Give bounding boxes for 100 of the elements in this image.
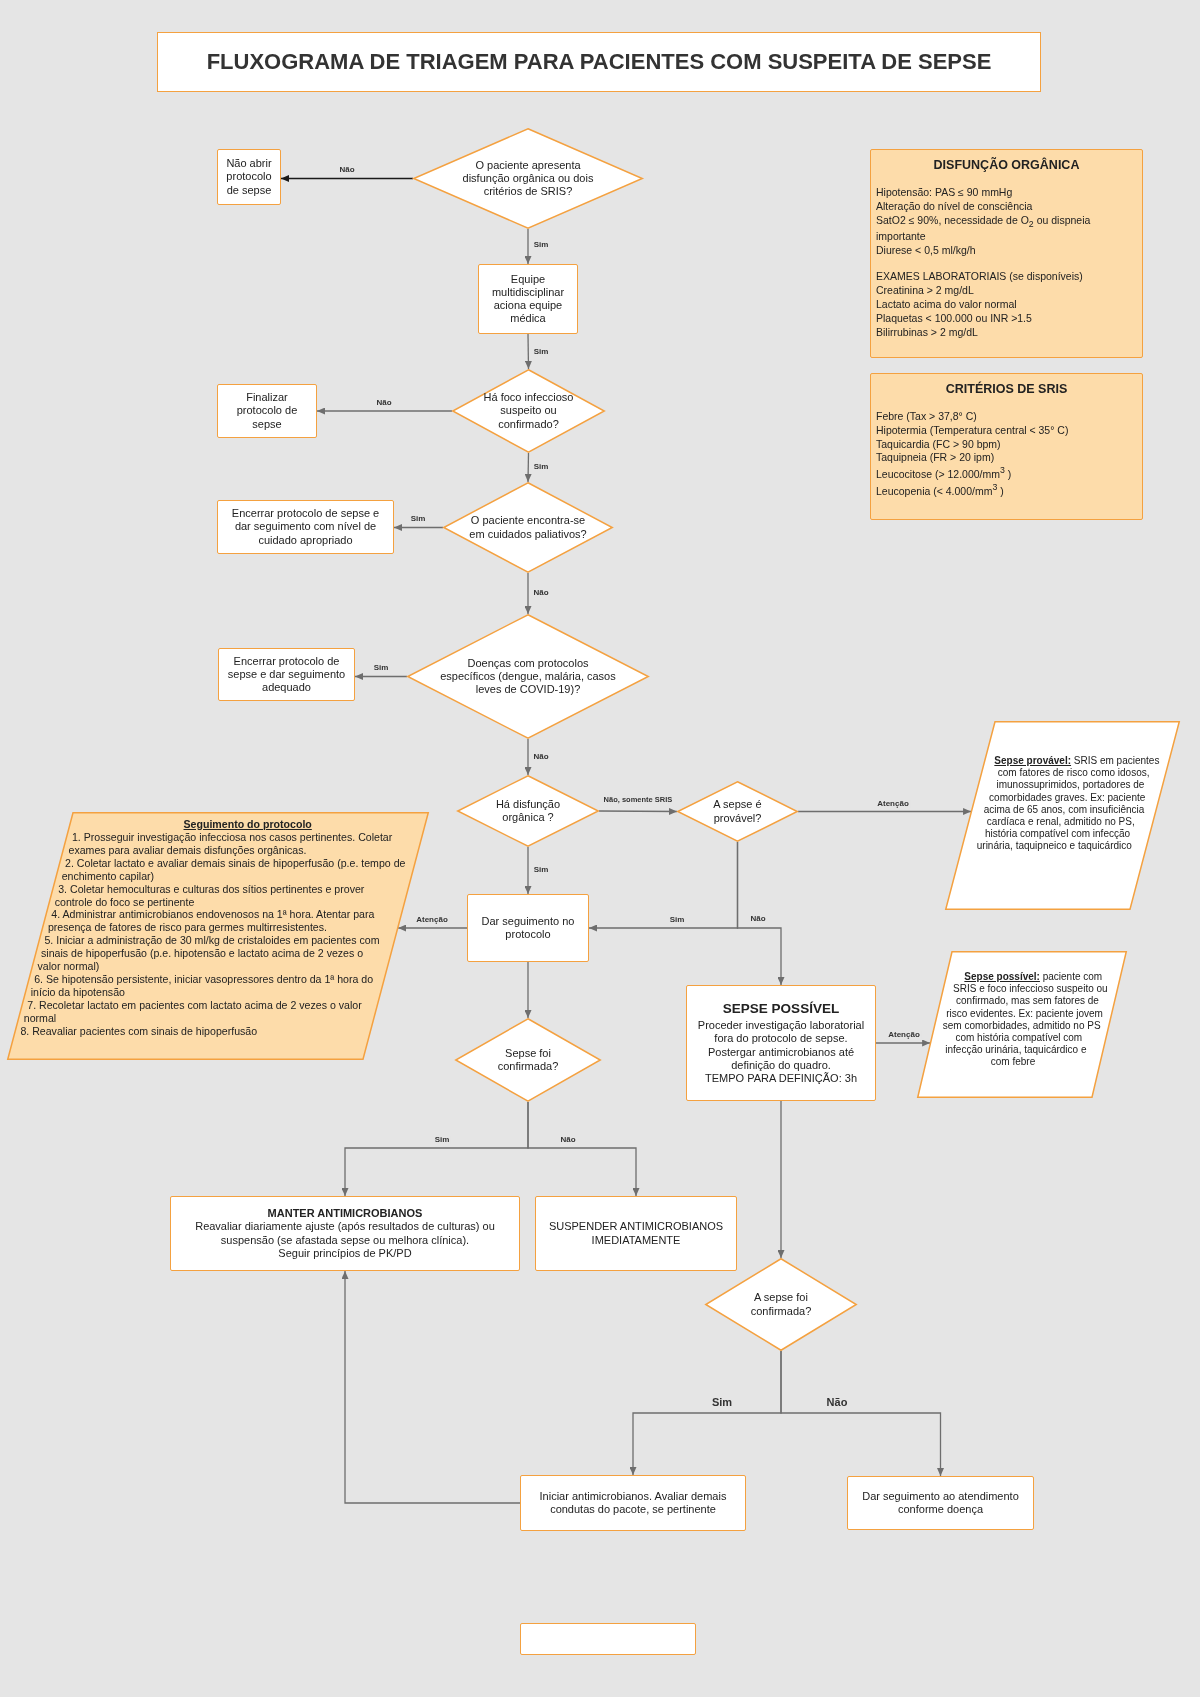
edge-label: Sim — [409, 514, 427, 524]
info-panel — [870, 373, 1143, 520]
criteria-item: Plaquetas < 100.000 ou INR >1.5 — [876, 312, 1032, 326]
step-text: Iniciar antimicrobianos. Avaliar demais condutas do pacote, se pertinente — [538, 1489, 728, 1517]
question-text: O paciente encontra-se em cuidados paliativos? — [468, 514, 588, 541]
flow-arrow — [393, 524, 444, 531]
panel-heading: DISFUNÇÃO ORGÂNICA — [933, 157, 1080, 174]
flow-arrow — [280, 175, 414, 182]
edge-label: Atenção — [876, 799, 910, 809]
flow-arrow — [875, 1039, 931, 1047]
edge-label: Sim — [532, 865, 550, 875]
edge-label: Não — [375, 398, 393, 408]
step-text: Encerrar protocolo de sepse e dar seguimento adequado — [226, 654, 347, 695]
step-text: Dar seguimento no protocolo — [480, 914, 576, 942]
process-box — [847, 1476, 1034, 1530]
decision-diamond — [457, 775, 599, 847]
criteria-item: Febre (Tax > 37,8° C) — [876, 409, 977, 424]
question-text: Sepse foi confirmada? — [496, 1046, 560, 1074]
criteria-item: Bilirrubinas > 2 mg/dL — [876, 325, 978, 340]
edge-label: Atenção — [887, 1030, 921, 1040]
flow-arrow — [354, 673, 408, 680]
diagram-title: FLUXOGRAMA DE TRIAGEM PARA PACIENTES COM SUSPEITA DE SEPSE — [206, 49, 992, 75]
process-box — [217, 500, 394, 554]
step-text: SUSPENDER ANTIMICROBIANOS IMEDIATAMENTE — [547, 1220, 725, 1247]
list-item: 3. Coletar hemoculturas e culturas dos sítios pertinentes e prover controle do foco se pertinente — [53, 882, 366, 909]
list-item: 5. Iniciar a administração de 30 ml/kg de cristaloides em pacientes com sinais de hipoperfusão (p.e. hipotensão e lactato acima de 2 vezes o valor normal) — [36, 934, 381, 974]
question-text: Há foco infeccioso suspeito ou confirmado? — [482, 391, 575, 431]
process-box — [217, 384, 317, 438]
flow-arrow — [524, 846, 532, 895]
list-item: 2. Coletar lactato e avaliar demais sinais de hipoperfusão (p.e. tempo de enchimento capilar) — [60, 856, 407, 883]
edge-label: Não — [532, 588, 550, 598]
edge-label: Não — [532, 752, 550, 762]
flow-arrow — [524, 572, 532, 615]
criteria-item: Alteração do nível de consciência — [876, 199, 1033, 214]
flow-arrow — [524, 452, 532, 483]
criteria-item: SatO2 ≤ 90%, necessidade de O$_{2}$ ou dispneia importante — [876, 213, 1092, 245]
flow-arrow — [524, 961, 532, 1019]
criteria-item: Hipotensão: PAS ≤ 90 mmHg — [876, 185, 1013, 200]
list-item: 1. Prosseguir investigação infecciosa nos casos pertinentes. Coletar exames para avaliar demais disfunções orgânicas. — [67, 830, 394, 857]
step-text: Encerrar protocolo de sepse e dar seguimento com nível de cuidado apropriado — [230, 507, 381, 547]
decision-diamond — [705, 1258, 857, 1351]
edge-label: Sim — [372, 663, 390, 673]
flow-arrow — [397, 924, 468, 932]
decision-diamond — [413, 128, 643, 229]
step-text: Seguir princípios de PK/PD — [278, 1246, 412, 1260]
edge-label: Sim — [532, 462, 550, 472]
step-text: Finalizar protocolo de sepse — [235, 391, 299, 431]
process-box — [520, 1475, 746, 1531]
process-box — [170, 1196, 520, 1271]
flow-arrow — [780, 1350, 944, 1477]
flow-arrow — [316, 407, 453, 415]
flow-arrow — [736, 841, 785, 986]
question-text: A sepse é provável? — [712, 798, 763, 825]
question-text: A sepse foi confirmada? — [749, 1291, 813, 1318]
criteria-item: Taquipneia (FR > 20 ipm) — [876, 451, 995, 466]
edge-label: Não — [338, 165, 356, 175]
flow-arrow — [524, 738, 532, 776]
edge-label: Sim — [668, 915, 686, 925]
edge-label: Não — [559, 1135, 577, 1145]
info-parallelogram — [945, 721, 1180, 910]
criteria-item: Diurese < 0,5 ml/kg/h — [876, 244, 976, 259]
panel-heading: CRITÉRIOS DE SRIS — [945, 381, 1068, 398]
decision-diamond — [677, 781, 798, 842]
process-box — [467, 894, 589, 962]
flow-arrow — [777, 1100, 785, 1259]
flow-arrow — [527, 1101, 640, 1197]
panel-subheading: EXAMES LABORATORIAIS (se disponíveis) — [876, 270, 1083, 285]
note-text: Sepse provável: SRIS em pacientes com fatores de risco como idosos, imunossuprimidos, portadores de comorbidades graves. Ex: paciente acima de 65 anos, com insuficiência cardíaca e renal, admitido no PS, história compatível com infecção urinária, taquipneico e taquicárdico — [975, 755, 1161, 853]
info-panel — [870, 149, 1143, 358]
flow-arrow — [341, 1270, 521, 1504]
edge-label: Não — [749, 914, 767, 924]
decision-diamond — [455, 1018, 601, 1102]
question-text: Doenças com protocolos específicos (dengue, malária, casos leves de COVID-19)? — [439, 656, 617, 697]
step-heading: SEPSE POSSÍVEL — [722, 1000, 840, 1018]
step-text: Não abrir protocolo de sepse — [225, 157, 273, 197]
process-box — [535, 1196, 737, 1271]
list-item: 7. Recoletar lactato em pacientes com lactato acima de 2 vezes o valor normal — [22, 998, 363, 1025]
criteria-item: Taquicardia (FC > 90 bpm) — [876, 437, 1001, 452]
criteria-item: Lactato acima do valor normal — [876, 298, 1017, 312]
list-item: 6. Se hipotensão persistente, iniciar vasopressores dentro da 1ª hora do início da hipotensão — [29, 973, 375, 999]
step-text: Reavaliar diariamente ajuste (após resultados de culturas) ou suspensão (se afastada sepse ou melhora clínica). — [194, 1220, 496, 1247]
edge-label: Não — [825, 1395, 849, 1409]
step-heading: MANTER ANTIMICROBIANOS — [267, 1207, 423, 1221]
process-box — [478, 264, 578, 334]
criteria-item: Leucocitose (> 12.000/mm$^{3}$ ) — [876, 465, 1012, 482]
edge-label: Atenção — [415, 915, 449, 925]
flow-arrow — [524, 333, 532, 370]
process-box — [217, 149, 281, 205]
edge-label: Sim — [710, 1395, 734, 1409]
list-item: 8. Reavaliar pacientes com sinais de hipoperfusão — [19, 1024, 259, 1038]
step-text: Postergar antimicrobianos até definição do quadro. — [706, 1045, 856, 1072]
criteria-item: Creatinina > 2 mg/dL — [876, 284, 974, 299]
step-text: TEMPO PARA DEFINIÇÃO: 3h — [705, 1071, 857, 1086]
decision-diamond — [443, 482, 613, 573]
step-text: Proceder investigação laboratorial fora do protocolo de sepse. — [696, 1019, 866, 1046]
question-text: Há disfunção orgânica ? — [494, 797, 562, 825]
blank-box — [520, 1623, 696, 1655]
criteria-item: Leucopenia (< 4.000/mm$^{3}$ ) — [876, 481, 1004, 499]
edge-label: Sim — [532, 240, 550, 250]
process-box — [686, 985, 876, 1101]
